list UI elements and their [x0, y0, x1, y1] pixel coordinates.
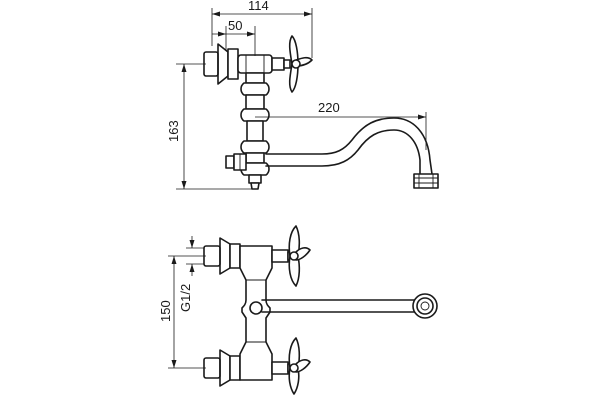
diverter-knob-side: [225, 153, 247, 171]
wall-flange-top: [203, 237, 241, 275]
cross-handle-side: [288, 35, 313, 93]
wall-flange-side: [203, 43, 239, 85]
dimension-thread-label: G1/2: [178, 284, 193, 312]
dimension-150-label: 150: [158, 300, 173, 322]
dimension-163-label: 163: [166, 120, 181, 142]
dimension-50: [212, 26, 256, 56]
spout-side: [265, 117, 439, 189]
cross-handle-bottom-front: [271, 337, 311, 395]
cross-handle-top-front: [271, 225, 311, 287]
valve-body-side: [237, 54, 291, 74]
spout-front: [261, 293, 438, 319]
dimension-114-label: 114: [248, 0, 269, 13]
dimension-220: [255, 112, 427, 150]
dimension-50-label: 50: [228, 18, 242, 33]
valve-body-front: [239, 245, 273, 381]
dimension-thread: [186, 236, 204, 276]
dimension-150: [168, 255, 206, 369]
wall-flange-bottom: [203, 349, 241, 387]
column-side: [240, 72, 270, 190]
dimension-220-label: 220: [318, 100, 340, 115]
front-view: 150 G1/2: [158, 225, 438, 395]
dimension-114: [211, 8, 313, 58]
side-view: 114 50 220 163: [166, 0, 439, 190]
dimension-163: [176, 63, 252, 190]
